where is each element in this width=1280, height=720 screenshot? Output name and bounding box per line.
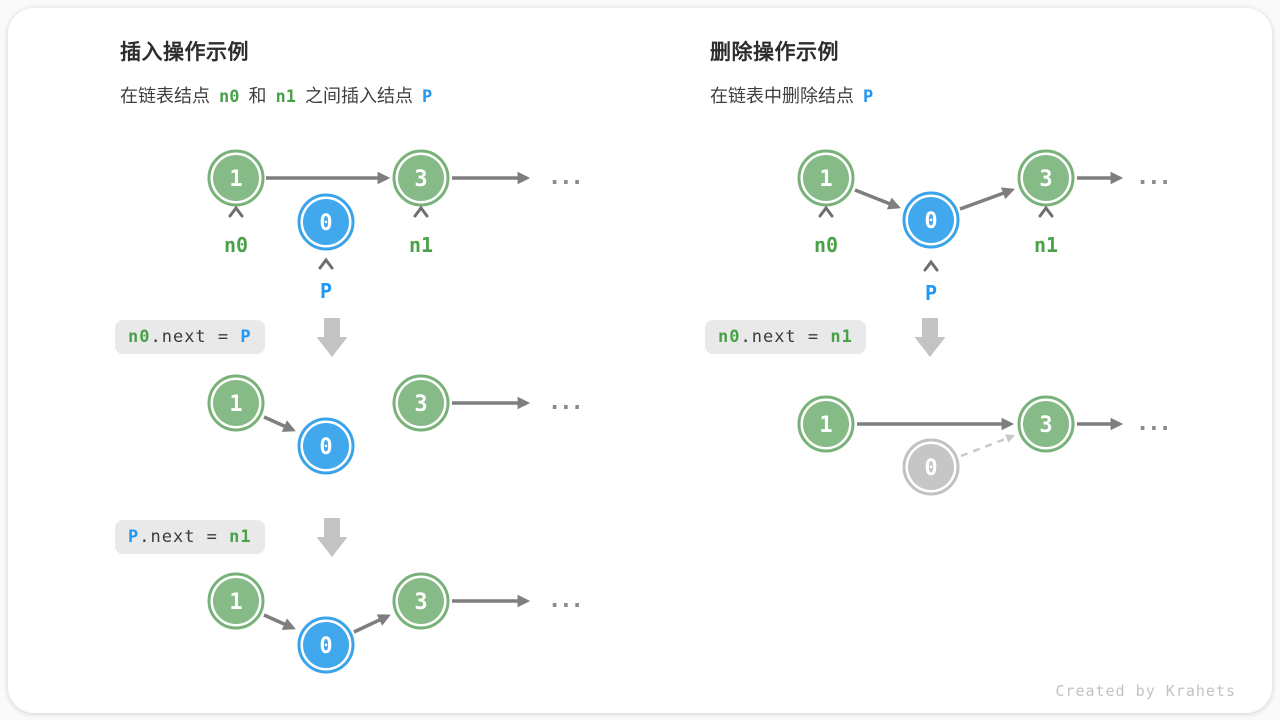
- node-1-green: 1: [207, 572, 265, 630]
- node-value: 1: [819, 413, 832, 438]
- credit-text: Created by Krahets: [1055, 682, 1236, 700]
- code-mid: .next =: [150, 327, 241, 347]
- node-0-blue: 0: [297, 616, 355, 674]
- arrow-1-to-0: [854, 188, 901, 210]
- pointer-caret-icon: [318, 257, 334, 270]
- node-value: 1: [819, 167, 832, 192]
- token-p: P: [863, 87, 874, 107]
- node-value: 3: [414, 590, 427, 615]
- code-mid: .next =: [139, 527, 230, 547]
- code-rhs: n1: [830, 327, 853, 347]
- subtitle-text: 之间插入结点: [304, 86, 413, 106]
- node-1-green: 1: [797, 395, 855, 453]
- pointer-caret-icon: [923, 259, 939, 272]
- pointer-caret-icon: [818, 205, 834, 218]
- node-value: 3: [1039, 413, 1052, 438]
- code-lhs: P: [128, 527, 140, 547]
- pointer-caret-icon: [413, 205, 429, 218]
- subtitle-text: 在链表结点: [120, 86, 210, 106]
- node-value: 0: [924, 456, 937, 481]
- node-3-green: 3: [392, 149, 450, 207]
- node-1-green: 1: [207, 374, 265, 432]
- ellipsis: ...: [548, 165, 582, 190]
- node-value: 1: [229, 392, 242, 417]
- label-p: P: [925, 281, 937, 305]
- token-p: P: [421, 87, 433, 107]
- node-3-green: 3: [392, 572, 450, 630]
- ellipsis: ...: [1136, 411, 1170, 436]
- code-lhs: n0: [128, 327, 151, 347]
- arrow-1-to-0: [263, 613, 296, 630]
- code-p-next-n1: P.next = n1: [115, 520, 265, 554]
- dashed-arrow-removed-0-to-3: [960, 434, 1016, 458]
- token-n1: n1: [275, 87, 296, 107]
- arrow-0-to-3: [353, 614, 391, 634]
- node-0-blue: 0: [297, 193, 355, 251]
- node-3-green: 3: [1017, 149, 1075, 207]
- subtitle-text: 和: [248, 86, 267, 106]
- node-0-blue: 0: [297, 417, 355, 475]
- node-value: 0: [319, 211, 332, 236]
- arrow-0-to-3: [959, 187, 1015, 211]
- node-3-green: 3: [1017, 395, 1075, 453]
- pointer-caret-icon: [228, 205, 244, 218]
- code-rhs: n1: [229, 527, 252, 547]
- label-n1: n1: [1034, 233, 1058, 257]
- node-3-green: 3: [392, 374, 450, 432]
- node-1-green: 1: [207, 149, 265, 207]
- node-0-blue: 0: [902, 191, 960, 249]
- subtitle-text: 在链表中删除结点: [710, 86, 854, 106]
- step-down-arrow-icon: [316, 318, 348, 357]
- code-n0-next-n1: n0.next = n1: [705, 320, 866, 354]
- node-value: 0: [319, 634, 332, 659]
- step-down-arrow-icon: [914, 318, 946, 357]
- label-p: P: [320, 279, 332, 303]
- step-down-arrow-icon: [316, 518, 348, 557]
- node-1-green: 1: [797, 149, 855, 207]
- node-value: 1: [229, 167, 242, 192]
- left-panel-title: 插入操作示例: [120, 41, 249, 64]
- node-value: 0: [319, 435, 332, 460]
- code-rhs: P: [240, 327, 252, 347]
- ellipsis: ...: [548, 588, 582, 613]
- right-panel-title: 删除操作示例: [710, 41, 839, 64]
- label-n0: n0: [224, 233, 248, 257]
- code-lhs: n0: [718, 327, 741, 347]
- left-panel-subtitle: 在链表结点 n0 和 n1 之间插入结点 P: [120, 82, 432, 108]
- label-n1: n1: [409, 233, 433, 257]
- node-value: 3: [414, 167, 427, 192]
- label-n0: n0: [814, 233, 838, 257]
- ellipsis: ...: [1136, 165, 1170, 190]
- node-value: 3: [414, 392, 427, 417]
- code-n0-next-p: n0.next = P: [115, 320, 265, 354]
- code-mid: .next =: [740, 327, 831, 347]
- right-panel-subtitle: 在链表中删除结点 P: [710, 82, 873, 108]
- pointer-caret-icon: [1038, 205, 1054, 218]
- node-value: 1: [229, 590, 242, 615]
- node-value: 0: [924, 209, 937, 234]
- token-n0: n0: [219, 87, 240, 107]
- node-value: 3: [1039, 167, 1052, 192]
- node-0-gray-removed: 0: [902, 438, 960, 496]
- arrow-1-to-0: [263, 415, 296, 432]
- ellipsis: ...: [548, 390, 582, 415]
